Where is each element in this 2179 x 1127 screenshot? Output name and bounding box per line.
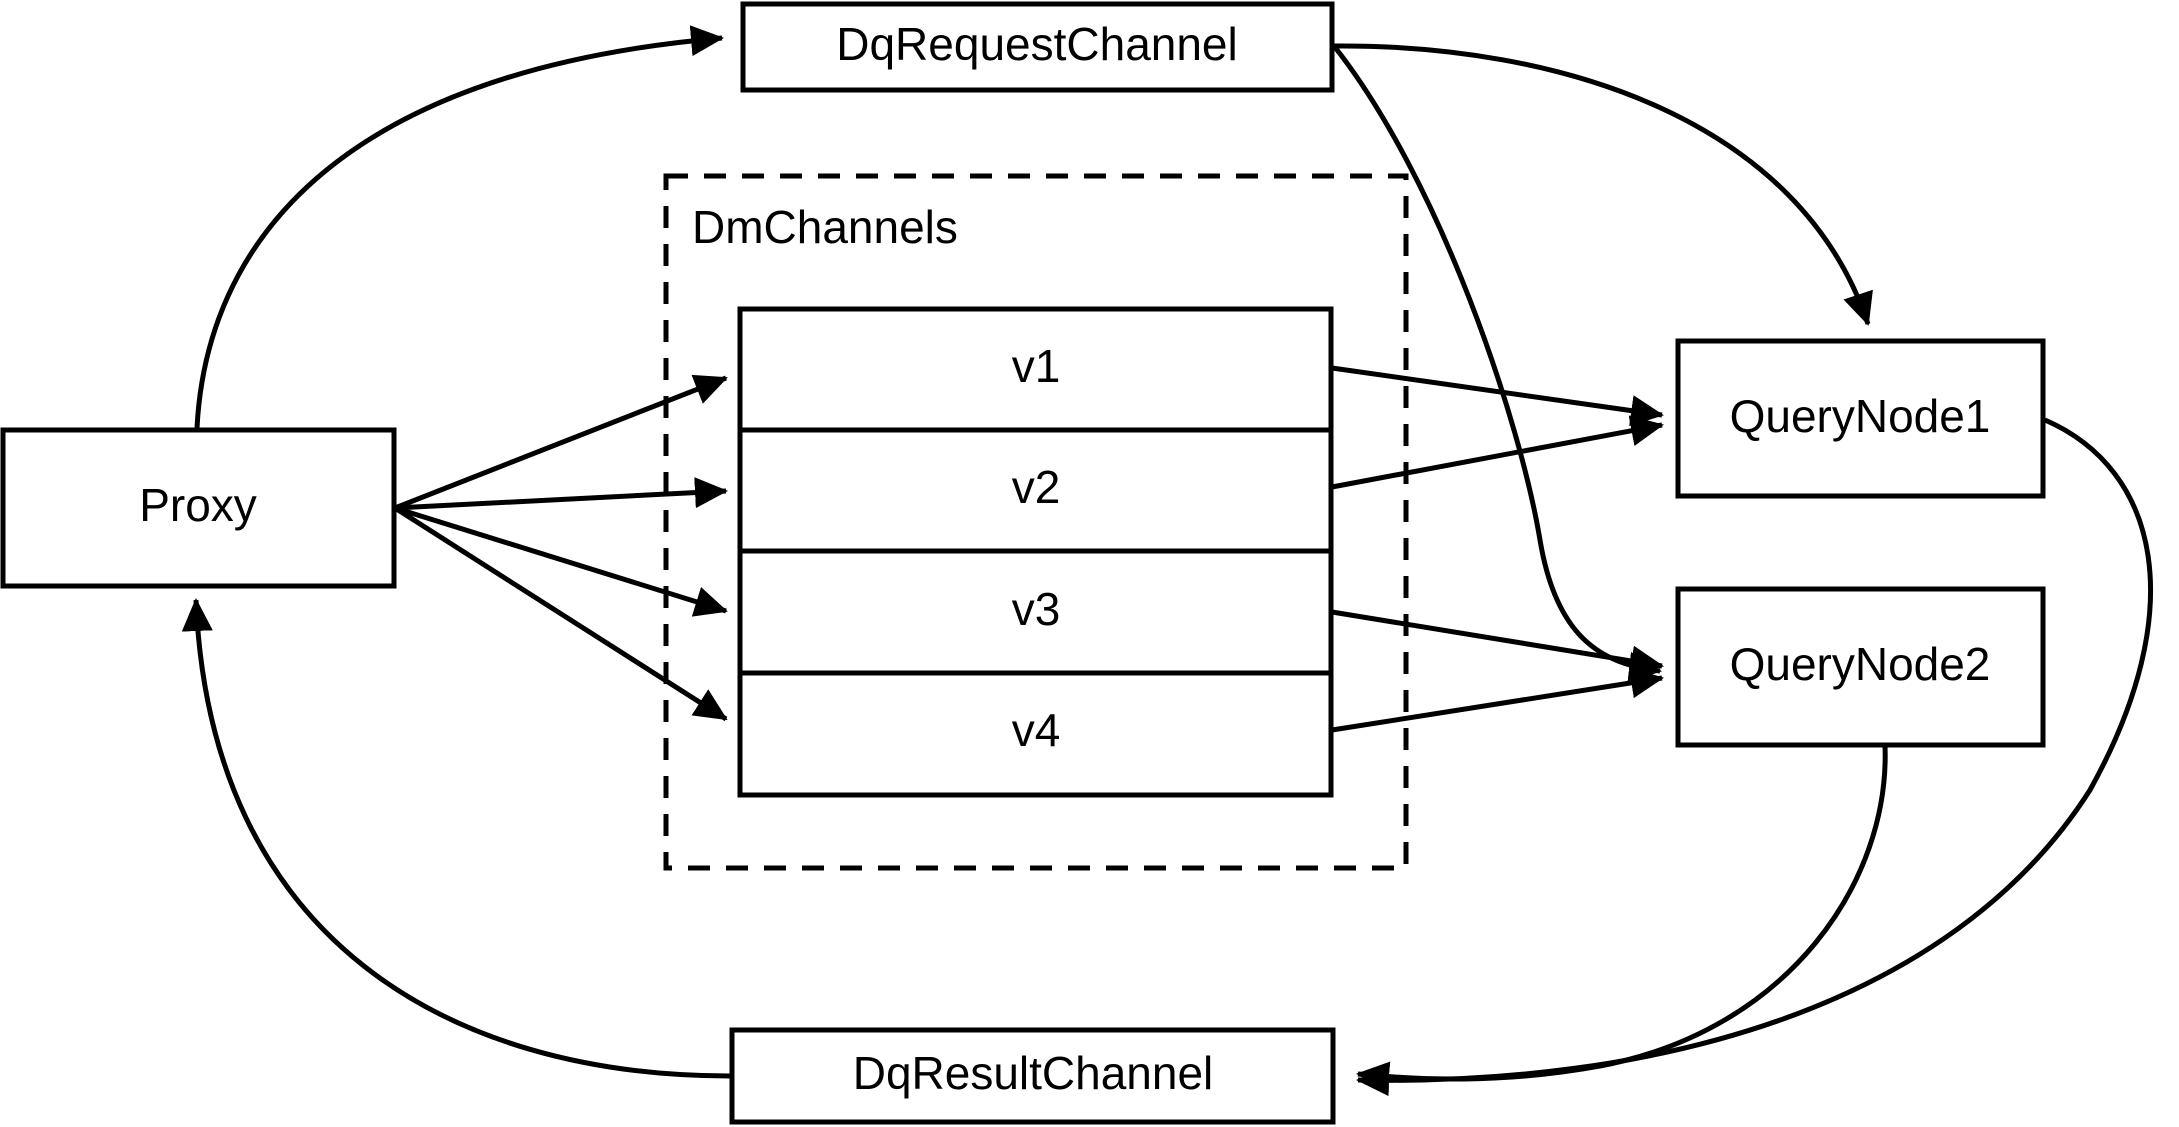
node-dq-request-channel-label: DqRequestChannel [836, 18, 1238, 70]
node-dq-result-channel[interactable] [729, 1027, 1336, 1125]
edge-v3-to-querynode2 [1331, 609, 1664, 677]
edge-proxy-to-v1 [394, 374, 728, 511]
node-dq-result-channel-label: DqResultChannel [853, 1047, 1214, 1099]
edge-dqresultchannel-to-proxy [181, 598, 731, 1079]
vchannel-label-v2: v2 [1012, 461, 1061, 513]
edge-querynode2-to-dqresultchannel [1356, 745, 1888, 1093]
node-proxy-label: Proxy [139, 479, 257, 531]
dmchannels-group-label: DmChannels [692, 201, 958, 253]
edge-proxy-to-v3 [394, 505, 728, 617]
dmchannels-group [663, 173, 1409, 871]
edge-v1-to-querynode1 [1331, 365, 1664, 426]
node-query-node-1-label: QueryNode1 [1730, 390, 1991, 442]
edge-proxy-to-v2 [394, 477, 728, 511]
edge-dqrequestchannel-to-querynode1 [1333, 43, 1873, 326]
edge-proxy-to-dqrequestchannel [194, 25, 724, 429]
node-dq-request-channel[interactable] [740, 1, 1335, 93]
edge-v2-to-querynode1 [1331, 415, 1664, 490]
edge-proxy-to-v4 [393, 505, 728, 722]
node-query-node-2[interactable] [1675, 586, 2046, 748]
node-query-node-2-label: QueryNode2 [1730, 638, 1991, 690]
vchannel-label-v4: v4 [1012, 704, 1061, 756]
node-query-node-1[interactable] [1675, 338, 2046, 499]
edge-querynode1-to-dqresultchannel [1356, 417, 2154, 1097]
node-proxy[interactable] [0, 427, 397, 589]
vchannel-label-v3: v3 [1012, 583, 1061, 635]
vchannel-label-v1: v1 [1012, 340, 1061, 392]
edge-dqrequestchannel-to-querynode2 [1332, 44, 1662, 683]
edge-v4-to-querynode2 [1331, 667, 1664, 733]
